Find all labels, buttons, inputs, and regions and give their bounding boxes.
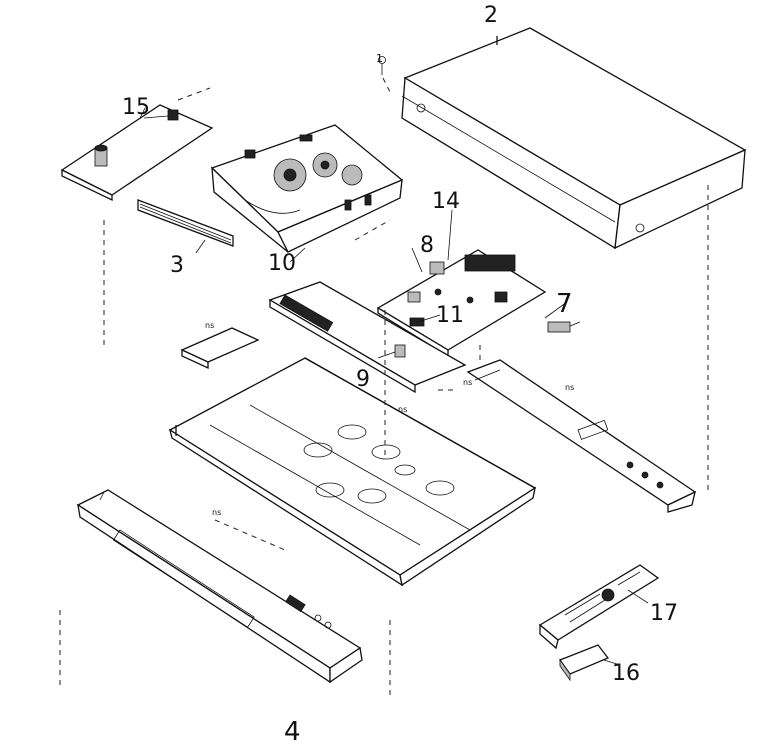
top-cover [401,27,747,250]
rear-panel [466,359,697,513]
remote-control [538,564,660,650]
callout-9: 9 [356,367,370,392]
callout-2: 2 [484,3,498,28]
callout-15: 15 [122,95,150,120]
callout-7: 7 [556,289,573,319]
callout-17: 17 [650,601,678,626]
chassis [168,357,537,587]
callout-3: 3 [170,253,184,278]
small-plate [180,327,260,370]
screw [378,56,393,97]
disc-loader [210,124,404,253]
callout-14: 14 [432,189,460,214]
ns-tags: ns ns ns ns ns [205,321,574,517]
ns-tag-board: ns [463,378,472,387]
callout-1: 1 [376,52,383,65]
callout-4: 4 [284,717,301,747]
knob-bracket [60,87,214,202]
ns-tag-rear-panel: ns [565,383,574,392]
front-panel [76,489,363,684]
ns-tag-front: ns [212,508,221,517]
leader-lines [143,115,649,666]
ns-tag-chassis: ns [398,405,407,414]
battery-cover [558,644,610,682]
assembly-lines [59,185,709,700]
callout-16: 16 [612,661,640,686]
callout-11: 11 [436,303,464,328]
callout-10: 10 [268,251,296,276]
small-connector [547,321,581,333]
ns-tag-plate: ns [205,321,214,330]
callout-labels: 1 2 3 4 7 8 9 10 11 14 15 16 17 [122,3,678,747]
bracket-strip [137,199,234,247]
front-board [268,281,467,394]
callout-8: 8 [420,233,434,258]
